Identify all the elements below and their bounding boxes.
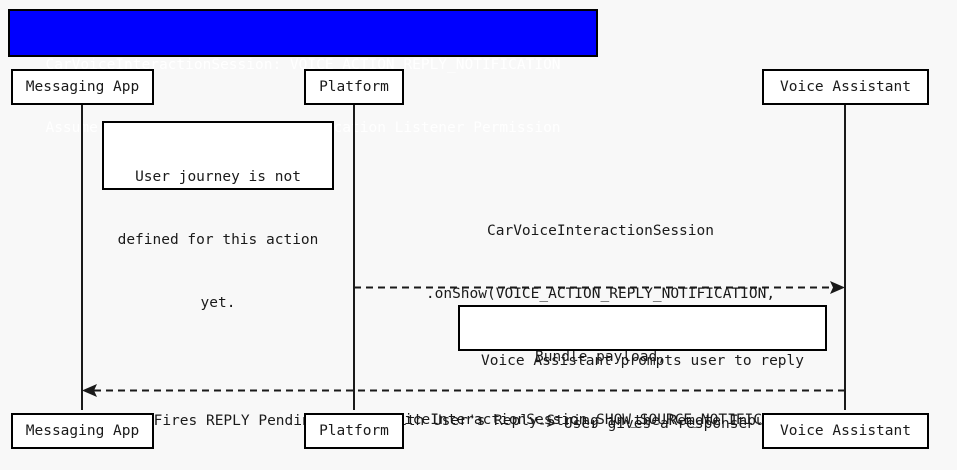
message-reply-intent-line-1: Fires REPLY Pending Intent with User's R… [153, 413, 774, 429]
message-label-onshow: CarVoiceInteractionSession .onShow(VOICE… [360, 179, 841, 470]
note-user-journey-line-2: defined for this action [117, 232, 319, 248]
note-user-journey: User journey is not defined for this act… [102, 121, 334, 311]
participant-box-top-platform[interactable]: Platform [304, 69, 404, 105]
participant-label-voice-assistant-bottom: Voice Assistant [780, 423, 911, 439]
note-user-journey-line-1: User journey is not [135, 169, 301, 185]
diagram-title-box: CarVoiceInteractionSession: VOICE_ACTION… [8, 9, 598, 136]
message-arrow-onshow [354, 281, 845, 294]
participant-label-platform-top: Platform [319, 79, 389, 95]
lifeline-platform [353, 104, 355, 410]
note-voice-prompt-line-2: -> User gives a response [537, 416, 748, 432]
lifeline-voice-assistant [844, 104, 846, 410]
participant-label-messaging-app-bottom: Messaging App [25, 423, 140, 439]
message-onshow-line-2: .onShow(VOICE_ACTION_REPLY_NOTIFICATION, [425, 286, 776, 302]
participant-box-bottom-messaging-app[interactable]: Messaging App [11, 413, 154, 449]
lifeline-messaging-app [81, 104, 83, 410]
message-onshow-line-4: VoiceInteractionSession.SHOW_SOURCE_NOTI… [386, 412, 815, 428]
message-arrow-reply-intent [82, 384, 845, 397]
participant-box-top-messaging-app[interactable]: Messaging App [11, 69, 154, 105]
participant-label-platform-bottom: Platform [319, 423, 389, 439]
note-voice-prompt-line-1: Voice Assistant prompts user to reply [480, 353, 804, 369]
message-onshow-line-3: Bundle payload, [535, 349, 666, 365]
participant-box-bottom-voice-assistant[interactable]: Voice Assistant [762, 413, 929, 449]
participant-label-voice-assistant-top: Voice Assistant [780, 79, 911, 95]
message-onshow-line-1: CarVoiceInteractionSession [487, 223, 714, 239]
participant-box-top-voice-assistant[interactable]: Voice Assistant [762, 69, 929, 105]
note-voice-prompt: Voice Assistant prompts user to reply ->… [458, 305, 827, 432]
participant-label-messaging-app-top: Messaging App [25, 79, 140, 95]
note-user-journey-line-3: yet. [200, 295, 236, 311]
participant-box-bottom-platform[interactable]: Platform [304, 413, 404, 449]
